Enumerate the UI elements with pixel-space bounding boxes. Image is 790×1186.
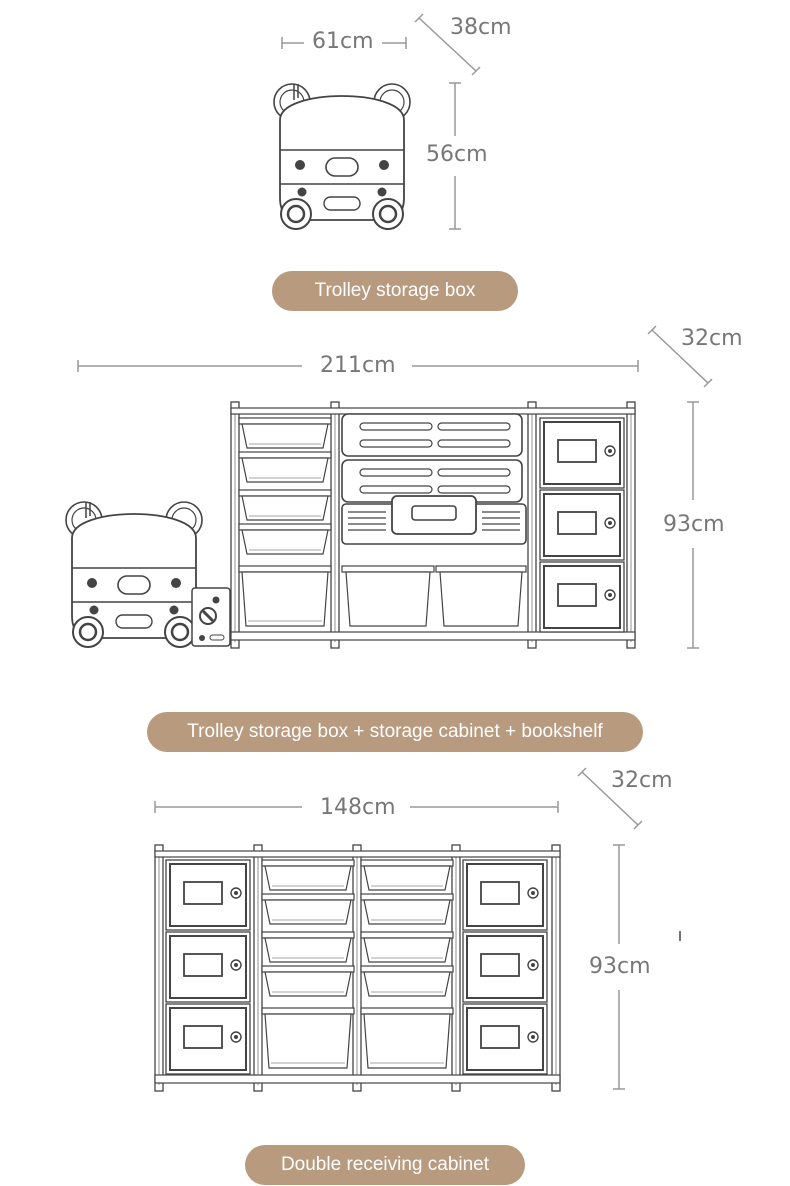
trolley-bear-box xyxy=(272,82,412,231)
section1-dimension-lines xyxy=(281,13,481,230)
section1-height-label: 56cm xyxy=(426,142,488,167)
section1-depth-label: 38cm xyxy=(450,15,512,40)
section2-furniture xyxy=(64,401,636,649)
section3-caption: Double receiving cabinet xyxy=(245,1145,525,1185)
section2-dimension-lines xyxy=(77,325,713,649)
section3-depth-label: 32cm xyxy=(611,768,673,793)
section3-furniture xyxy=(154,844,561,1092)
section2-depth-label: 32cm xyxy=(681,326,743,351)
section3-height-label: 93cm xyxy=(589,954,651,979)
section1-caption: Trolley storage box xyxy=(272,271,518,311)
section1-width-label: 61cm xyxy=(312,29,374,54)
section2-caption: Trolley storage box + storage cabinet + … xyxy=(147,712,643,752)
section3-width-label: 148cm xyxy=(320,795,396,820)
section2-height-label: 93cm xyxy=(663,512,725,537)
section3-dimension-lines xyxy=(154,767,681,1090)
section2-width-label: 211cm xyxy=(320,353,396,378)
